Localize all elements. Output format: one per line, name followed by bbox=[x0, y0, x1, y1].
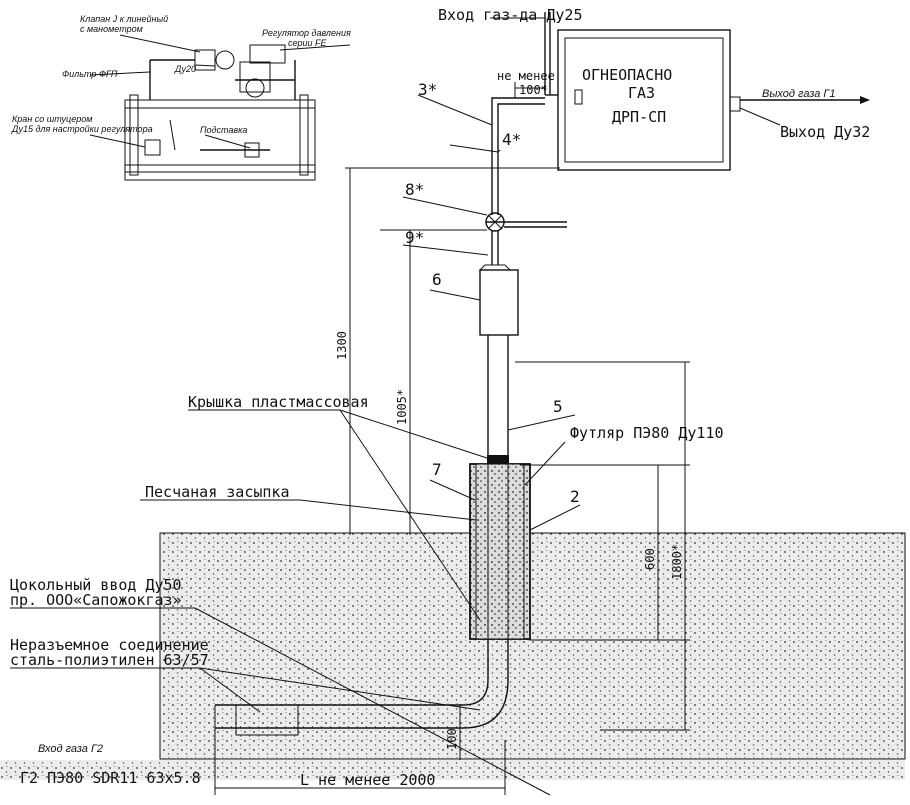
cabinet-gas-text: ГАЗ bbox=[628, 84, 655, 102]
dim-1800: 1800* bbox=[670, 544, 684, 580]
dim-1300: 1300 bbox=[335, 331, 349, 360]
inset-tap-label: Кран со штуцером bbox=[12, 114, 92, 124]
leader-lines bbox=[10, 94, 581, 796]
pipe-spec-label: Г2 ПЭ80 SDR11 63х5.8 bbox=[20, 769, 201, 787]
callout-7: 7 bbox=[432, 460, 442, 479]
cabinet-model-text: ДРП-СП bbox=[612, 108, 666, 126]
callout-8: 8* bbox=[405, 180, 424, 199]
socle-inlet-label-2: пр. ООО«Сапожокгаз» bbox=[10, 591, 182, 609]
casing-sleeve bbox=[469, 463, 531, 640]
dimension-lines: 1300 1005* 600 1800* 100 bbox=[214, 167, 690, 795]
riser-pipe bbox=[478, 230, 519, 464]
callout-3: 3* bbox=[418, 80, 437, 99]
outlet-pipe bbox=[739, 96, 870, 126]
not-less-label: не менее bbox=[497, 69, 555, 83]
joint-label: Неразъемное соединение bbox=[10, 636, 209, 654]
not-less-value: 100* bbox=[519, 83, 548, 97]
l-not-less-label: L не менее 2000 bbox=[300, 771, 435, 789]
inset-valve-label-2: с манометром bbox=[80, 24, 143, 34]
gas-outlet-g1-label: Выход газа Г1 bbox=[762, 88, 836, 100]
inset-tap-label-2: Ду15 для настройки регулятора bbox=[11, 124, 153, 134]
joint-label-2: сталь-полиэтилен 63/57 bbox=[10, 651, 209, 669]
diagram-labels: Вход газ-да Ду25 не менее 100* Выход газ… bbox=[10, 6, 870, 789]
inset-stand-label: Подставка bbox=[200, 125, 247, 135]
cabinet-drp-sp: ОГНЕОПАСНО ГАЗ ДРП-СП bbox=[557, 29, 741, 171]
dim-600: 600 bbox=[643, 548, 657, 570]
dim-1005: 1005* bbox=[395, 389, 409, 425]
callout-9: 9* bbox=[405, 228, 424, 247]
ground bbox=[0, 532, 906, 780]
cabinet-warning-text: ОГНЕОПАСНО bbox=[582, 66, 672, 84]
inset-regulator-label: Регулятор давления bbox=[262, 28, 351, 38]
casing-label: Футляр ПЭ80 Ду110 bbox=[570, 424, 724, 442]
gas-inlet-g2-label: Вход газа Г2 bbox=[38, 743, 103, 755]
inset-equipment-sketch: Клапан Ј к линейный с манометром Регулят… bbox=[11, 14, 351, 181]
inset-valve-label: Клапан Ј к линейный bbox=[80, 14, 168, 24]
inlet-pipe-top bbox=[490, 12, 558, 215]
valve-8 bbox=[485, 212, 567, 232]
gas-inlet-top-label: Вход газ-да Ду25 bbox=[438, 6, 583, 24]
callout-2: 2 bbox=[570, 487, 580, 506]
cover-plastic-label: Крышка пластмассовая bbox=[188, 393, 369, 411]
underground-pipe bbox=[215, 639, 509, 736]
callout-4: 4* bbox=[502, 130, 521, 149]
inset-filter-label: Фильтр ФГП bbox=[62, 69, 118, 79]
dim-100: 100 bbox=[445, 728, 459, 750]
socle-inlet-label: Цокольный ввод Ду50 bbox=[10, 576, 182, 594]
inset-regulator-label-2: серии FE bbox=[288, 38, 328, 48]
callout-6: 6 bbox=[432, 270, 442, 289]
outlet-du32-label: Выход Ду32 bbox=[780, 123, 870, 141]
callout-5: 5 bbox=[553, 397, 563, 416]
sand-backfill-label: Песчаная засыпка bbox=[145, 483, 290, 501]
inset-du20-label: Ду20 bbox=[174, 64, 196, 74]
